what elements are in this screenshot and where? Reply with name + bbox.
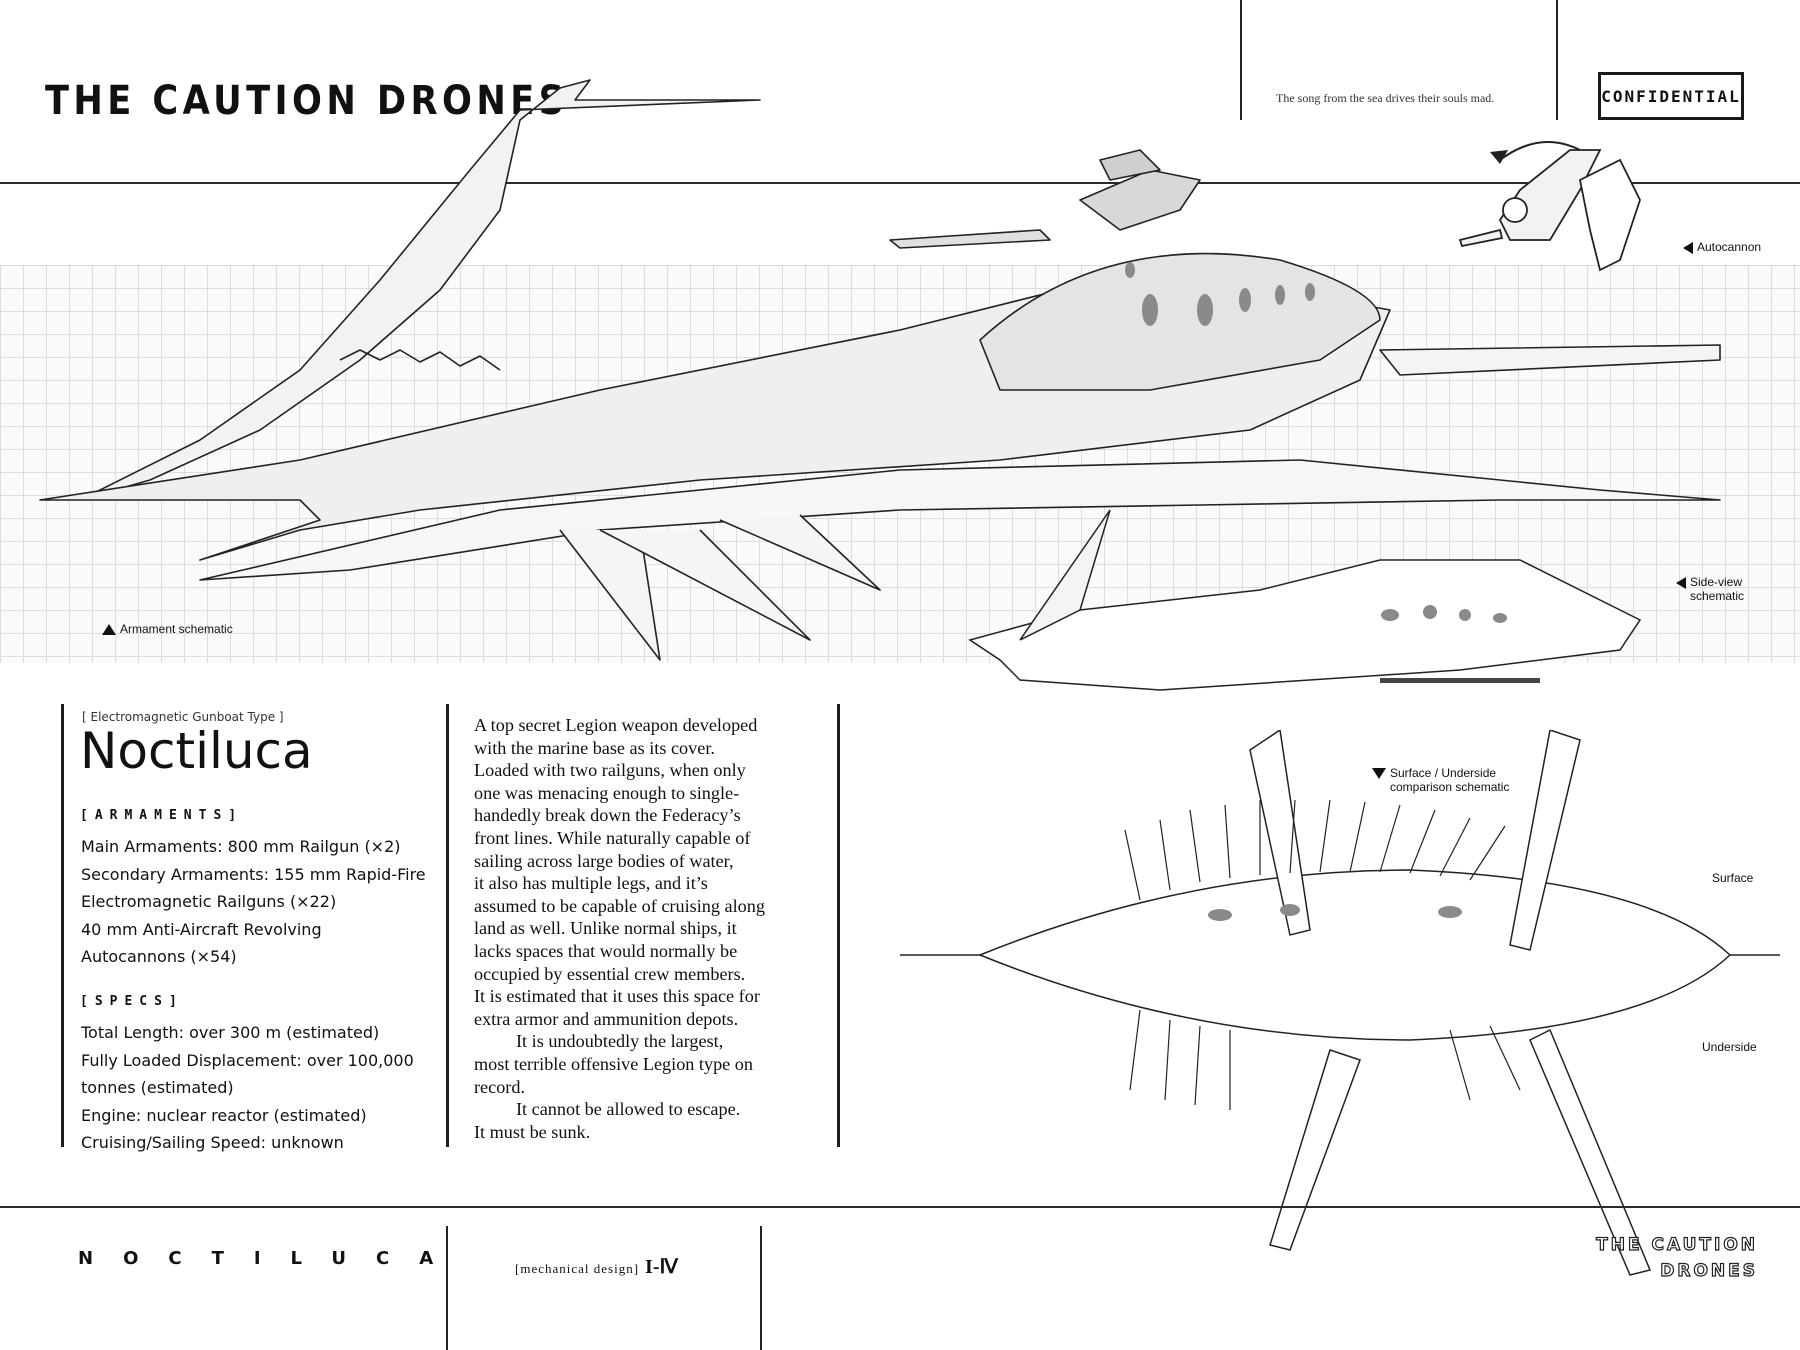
footer-divider-right [760,1226,762,1350]
header-divider-right [1556,0,1558,120]
armament-item: Main Armaments: 800 mm Railgun (×2) [81,837,401,856]
armaments-heading: [ARMAMENTS] [80,808,244,823]
armament-schematic-illustration [39,79,1721,661]
armament-item: Autocannons (×54) [81,947,237,966]
armament-schematic-label: Armament schematic [102,622,233,636]
type-tag: [ Electromagnetic Gunboat Type ] [82,710,284,724]
armament-item: 40 mm Anti-Aircraft Revolving [81,919,322,939]
surface-label: Surface [1712,871,1754,885]
autocannon-illustration [1458,141,1641,272]
description-paragraph-3: It cannot be allowed to escape. It must … [474,1099,741,1142]
spec-item: Total Length: over 300 m (estimated) [81,1023,380,1042]
confidential-stamp: CONFIDENTIAL [1598,72,1744,120]
header-rule [0,182,1800,184]
footer-rule [0,1206,1800,1208]
page-title: THE CAUTION DRONES [45,78,569,124]
spec-item: Cruising/Sailing Speed: unknown [81,1133,344,1152]
description-text: A top secret Legion weapon developed wit… [474,714,834,1143]
triangle-left-icon [1683,241,1693,254]
unit-name: Noctiluca [80,722,313,780]
specs-heading: [SPECS] [80,994,184,1009]
header-divider-left [1240,0,1242,120]
footer-logo: THE CAUTION DRONES [1596,1234,1758,1281]
armaments-list: Main Armaments: 800 mm Railgun (×2) Seco… [81,833,426,971]
triangle-left-icon [1676,577,1686,589]
autocannon-label: Autocannon [1683,240,1761,254]
footer-divider-left [446,1226,448,1350]
armament-item: Secondary Armaments: 155 mm Rapid-Fire [81,864,426,884]
spec-item: Fully Loaded Displacement: over 100,000 [81,1050,414,1070]
specs-divider-left [61,704,64,1147]
specs-divider-middle [446,704,449,1147]
description-paragraph-1: A top secret Legion weapon developed wit… [474,715,765,1029]
specs-list: Total Length: over 300 m (estimated) Ful… [81,1019,414,1157]
footer-unit-name: NOCTILUCA [78,1248,464,1269]
comparison-schematic-illustration [900,730,1780,1276]
side-view-schematic-illustration [968,509,1642,691]
spec-item: Engine: nuclear reactor (estimated) [81,1105,367,1125]
triangle-down-icon [1372,768,1386,779]
underside-label: Underside [1702,1040,1757,1054]
spec-item: tonnes (estimated) [81,1078,234,1097]
triangle-up-icon [102,624,116,636]
footer-section-label: [mechanical design]I-Ⅳ [515,1256,678,1278]
description-divider-right [837,704,840,1147]
description-paragraph-2: It is undoubtedly the largest, most terr… [474,1031,753,1097]
armament-item: Electromagnetic Railguns (×22) [81,892,337,911]
footer-section-number: I-Ⅳ [645,1256,678,1278]
header-tagline: The song from the sea drives their souls… [1276,91,1495,105]
